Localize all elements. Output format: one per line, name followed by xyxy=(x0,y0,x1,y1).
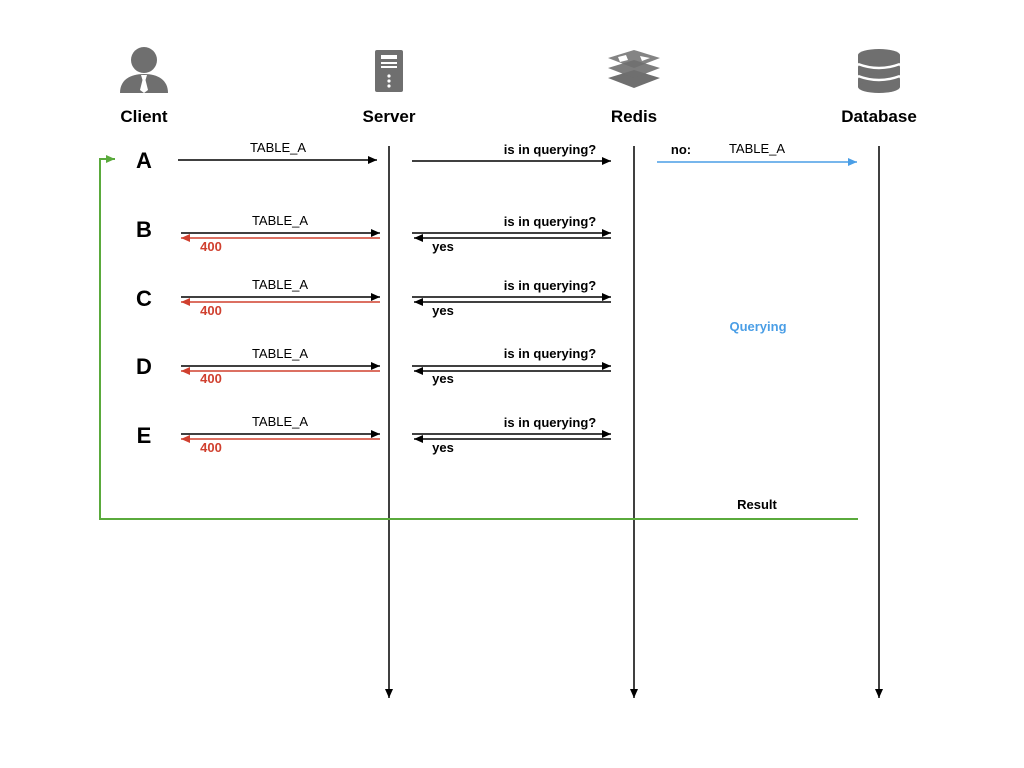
actor-server-label: Server xyxy=(363,107,416,126)
database-icon-band xyxy=(857,74,901,82)
actor-client-label: Client xyxy=(120,107,168,126)
actor-database-label: Database xyxy=(841,107,917,126)
actor-redis-label: Redis xyxy=(611,107,657,126)
database-icon-band xyxy=(857,62,901,70)
answer-label-b: yes xyxy=(432,239,454,254)
database-icon xyxy=(858,49,900,93)
check-label-c: is in querying? xyxy=(504,278,597,293)
answer-label-c: yes xyxy=(432,303,454,318)
user-icon xyxy=(120,47,168,93)
server-icon xyxy=(375,50,403,92)
request-label-b: TABLE_A xyxy=(252,213,308,228)
redis-stack-icon xyxy=(608,50,660,88)
row-label-a: A xyxy=(136,148,152,173)
check-label-a: is in querying? xyxy=(504,142,597,157)
result-label: Result xyxy=(737,497,777,512)
forward-label-a: TABLE_A xyxy=(729,141,785,156)
querying-status: Querying xyxy=(729,319,786,334)
request-label-c: TABLE_A xyxy=(252,277,308,292)
error-label-e: 400 xyxy=(200,440,222,455)
request-label-d: TABLE_A xyxy=(252,346,308,361)
row-label-e: E xyxy=(137,423,152,448)
check-label-d: is in querying? xyxy=(504,346,597,361)
answer-label-a: no: xyxy=(671,142,691,157)
check-label-e: is in querying? xyxy=(504,415,597,430)
check-label-b: is in querying? xyxy=(504,214,597,229)
answer-label-d: yes xyxy=(432,371,454,386)
row-label-b: B xyxy=(136,217,152,242)
answer-label-e: yes xyxy=(432,440,454,455)
request-label-a: TABLE_A xyxy=(250,140,306,155)
row-label-c: C xyxy=(136,286,152,311)
request-label-e: TABLE_A xyxy=(252,414,308,429)
error-label-c: 400 xyxy=(200,303,222,318)
error-label-d: 400 xyxy=(200,371,222,386)
error-label-b: 400 xyxy=(200,239,222,254)
row-label-d: D xyxy=(136,354,152,379)
result-arrow xyxy=(99,155,858,520)
